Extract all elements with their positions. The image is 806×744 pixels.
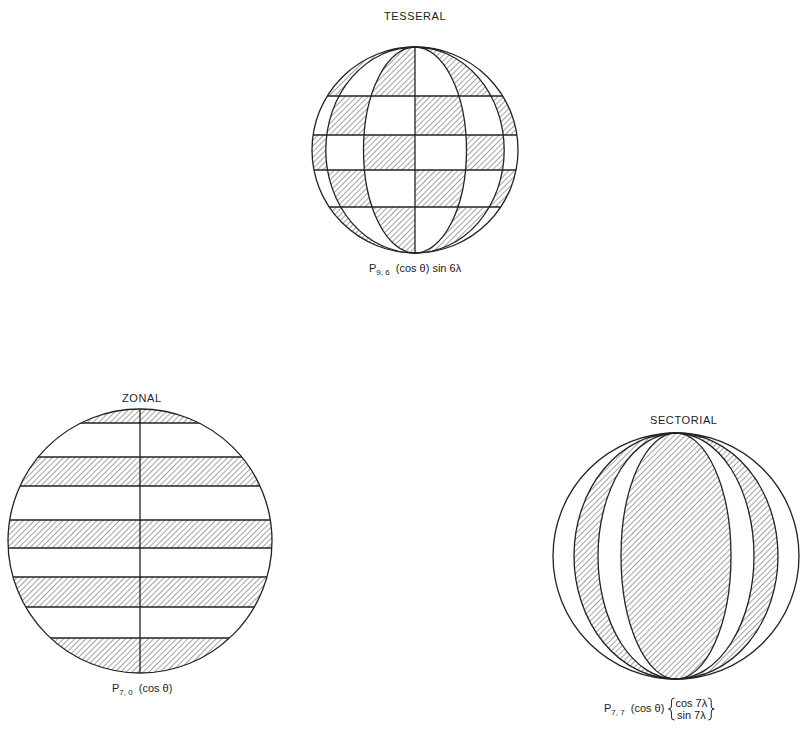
label-text: P [604,702,611,714]
harmonic-title: SECTORIAL [650,414,718,427]
left-brace [668,698,674,720]
label-text: (cos θ) [139,682,173,694]
harmonic-title: ZONAL [122,392,162,405]
harmonic-caption: P7, 0 (cos θ) [112,682,172,699]
zonal-sphere [5,405,275,678]
tesseral-sphere [312,47,518,253]
choice-stack: cos 7λsin 7λ [667,697,715,721]
label-text: (cos θ) sin 6λ [396,262,461,274]
harmonic-title: TESSERAL [384,10,446,23]
brace-group [668,698,714,720]
label-text: P [369,262,376,274]
harmonic-caption: P7, 7 (cos θ) cos 7λsin 7λ [604,697,715,721]
sectorial-sphere [553,433,799,679]
label-text: sin 7λ [675,709,707,721]
label-text: SECTORIAL [650,414,718,426]
label-text: P [112,682,119,694]
subscript-index: 7, 0 [119,688,132,697]
subscript-index: 9, 6 [376,268,389,277]
label-text: cos 7λ [675,697,707,709]
label-text: TESSERAL [384,10,446,22]
right-brace [708,698,714,720]
subscript-index: 7, 7 [611,708,624,717]
label-text: (cos θ) [631,702,665,714]
label-text: ZONAL [122,392,162,404]
harmonic-caption: P9, 6 (cos θ) sin 6λ [369,262,461,279]
